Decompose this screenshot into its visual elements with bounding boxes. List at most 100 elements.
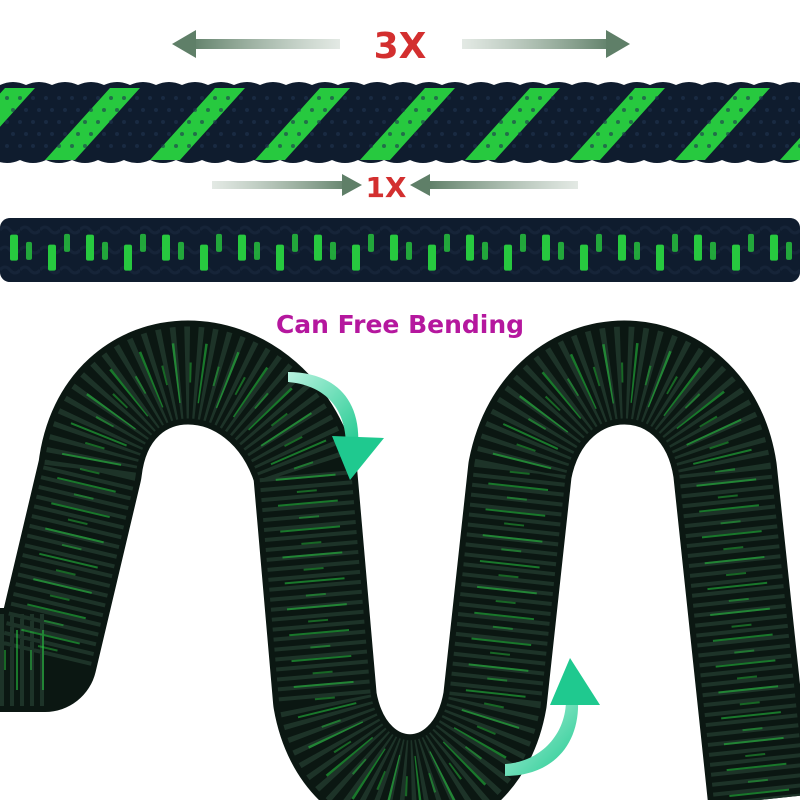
weave-dot <box>460 96 464 100</box>
weave-dot <box>187 144 191 148</box>
weave-dot <box>122 144 126 148</box>
weave-dot <box>148 120 152 124</box>
weave-dot <box>24 132 28 136</box>
braid-stripe <box>675 88 770 160</box>
weave-dot <box>395 120 399 124</box>
weave-dot <box>317 120 321 124</box>
weave-dot <box>369 144 373 148</box>
weave-dot <box>499 144 503 148</box>
weave-dot <box>109 120 113 124</box>
weave-dot <box>213 120 217 124</box>
weave-dot <box>18 96 22 100</box>
weave-dot <box>746 96 750 100</box>
weave-dot <box>18 144 22 148</box>
braid-stripe <box>124 244 132 271</box>
weave-dot <box>473 144 477 148</box>
weave-dot <box>187 96 191 100</box>
weave-dot <box>206 108 210 112</box>
braid-stripe <box>292 233 298 252</box>
weave-dot <box>304 144 308 148</box>
weave-dot <box>700 108 704 112</box>
weave-dot <box>616 144 620 148</box>
weave-dot <box>382 144 386 148</box>
braid-stripe <box>102 241 108 260</box>
braid-stripe <box>542 234 550 261</box>
weave-dot <box>570 108 574 112</box>
weave-dot <box>525 144 529 148</box>
weave-dot <box>687 132 691 136</box>
weave-dot <box>278 144 282 148</box>
weave-dot <box>135 96 139 100</box>
braid-stripe <box>48 244 56 271</box>
weave-dot <box>642 120 646 124</box>
weave-dot <box>11 132 15 136</box>
weave-dot <box>577 96 581 100</box>
weave-dot <box>590 144 594 148</box>
weave-dot <box>284 132 288 136</box>
weave-dot <box>655 96 659 100</box>
weave-dot <box>5 120 9 124</box>
weave-dot <box>694 120 698 124</box>
weave-dot <box>603 120 607 124</box>
braid-stripe <box>596 233 602 252</box>
weave-dot <box>336 132 340 136</box>
weave-dot <box>616 120 620 124</box>
weave-dot <box>564 144 568 148</box>
weave-dot <box>5 96 9 100</box>
weave-dot <box>453 108 457 112</box>
braid-stripe <box>504 244 512 271</box>
weave-dot <box>525 96 529 100</box>
weave-dot <box>161 120 165 124</box>
weave-dot <box>707 96 711 100</box>
braid-stripe <box>748 233 754 252</box>
weave-dot <box>141 108 145 112</box>
weave-dot <box>57 144 61 148</box>
right-arrow-icon <box>606 30 630 58</box>
braid-stripe <box>672 233 678 252</box>
weave-dot <box>395 96 399 100</box>
braid-stripe <box>710 241 716 260</box>
weave-dot <box>564 96 568 100</box>
weave-dot <box>63 108 67 112</box>
weave-dot <box>759 144 763 148</box>
weave-dot <box>174 144 178 148</box>
weave-dot <box>226 120 230 124</box>
weave-dot <box>447 120 451 124</box>
weave-dot <box>687 108 691 112</box>
weave-dot <box>239 96 243 100</box>
braid-stripe <box>360 88 455 160</box>
bend-arrow-top <box>288 372 384 480</box>
braid-stripe <box>520 233 526 252</box>
weave-dot <box>531 132 535 136</box>
weave-dot <box>219 132 223 136</box>
weave-dot <box>148 144 152 148</box>
weave-dot <box>167 108 171 112</box>
weave-dot <box>356 144 360 148</box>
weave-dot <box>466 132 470 136</box>
weave-dot <box>63 132 67 136</box>
bent-hose <box>0 320 800 800</box>
weave-dot <box>375 108 379 112</box>
weave-dot <box>362 132 366 136</box>
weave-dot <box>791 132 795 136</box>
contracted-indicator: 1X <box>212 171 578 204</box>
weave-dot <box>11 108 15 112</box>
weave-dot <box>83 120 87 124</box>
weave-dot <box>219 108 223 112</box>
braid-stripe <box>330 241 336 260</box>
weave-dot <box>577 120 581 124</box>
weave-dot <box>486 120 490 124</box>
weave-dot <box>317 144 321 148</box>
weave-dot <box>635 132 639 136</box>
weave-dot <box>258 132 262 136</box>
braid-stripe <box>314 234 322 261</box>
weave-dot <box>655 120 659 124</box>
weave-dot <box>570 132 574 136</box>
weave-dot <box>200 120 204 124</box>
weave-dot <box>180 108 184 112</box>
weave-dot <box>473 96 477 100</box>
weave-dot <box>674 132 678 136</box>
weave-dot <box>778 108 782 112</box>
weave-dot <box>622 132 626 136</box>
weave-dot <box>96 96 100 100</box>
